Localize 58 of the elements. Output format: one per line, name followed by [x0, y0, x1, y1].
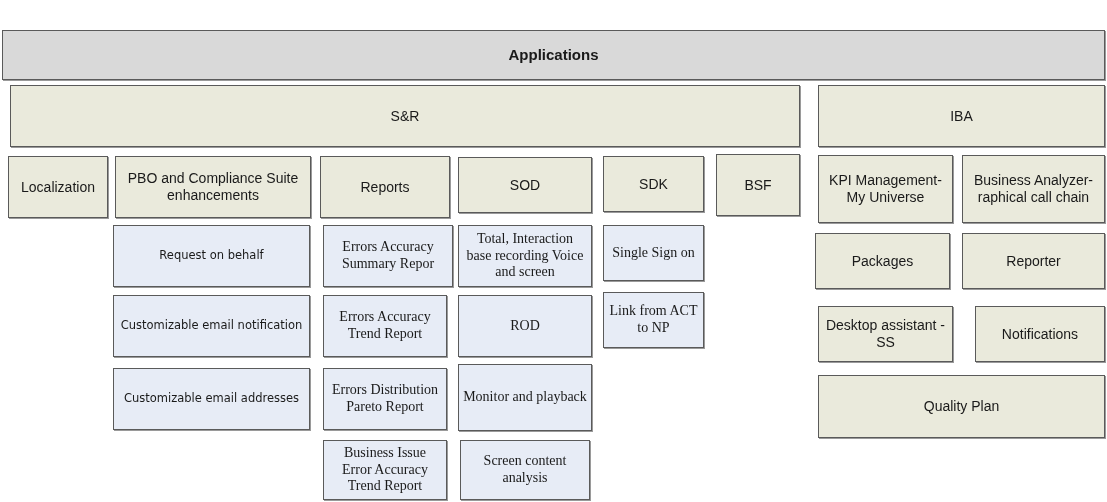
- box-label: Request on behalf: [159, 249, 264, 263]
- box-label: S&R: [390, 107, 420, 125]
- group-box: [962, 155, 1105, 223]
- box-label: Customizable email addresses: [123, 392, 300, 406]
- group-box: [975, 306, 1105, 362]
- box-label: BSF: [744, 176, 772, 194]
- box-label: Localization: [21, 178, 95, 196]
- box-label: KPI Management-My Universe: [828, 172, 943, 206]
- feature-box: [113, 225, 310, 287]
- group-box: [8, 156, 108, 218]
- box-label: SDK: [639, 175, 668, 193]
- box-label: Quality Plan: [923, 398, 1000, 415]
- feature-box: [113, 295, 310, 357]
- box-label: Single Sign on: [612, 244, 695, 262]
- group-box: [818, 85, 1105, 147]
- box-label: Total, Interaction base recording Voice and screen: [465, 230, 585, 282]
- group-box: [716, 154, 800, 216]
- box-label: Errors Accuracy Summary Repor: [340, 239, 436, 273]
- feature-box: [458, 225, 592, 287]
- box-label: Business Issue Error Accuracy Trend Report: [341, 444, 429, 496]
- box-label: SOD: [509, 176, 541, 194]
- group-box: [818, 155, 953, 223]
- feature-box: [458, 295, 592, 357]
- box-label: Notifications: [1001, 325, 1079, 343]
- box-label: Errors Accuracy Trend Report: [338, 309, 432, 343]
- group-box: [320, 156, 450, 218]
- group-box: [458, 157, 592, 213]
- box-label: PBO and Compliance Suite enhancements: [126, 170, 300, 204]
- box-label: Customizable email notification: [120, 319, 303, 333]
- box-label: Reporter: [1006, 252, 1061, 270]
- feature-box: [323, 368, 447, 430]
- box-label: Desktop assistant - SS: [824, 317, 947, 351]
- feature-box: [603, 225, 704, 281]
- group-box: [818, 375, 1105, 438]
- feature-box: [323, 225, 453, 287]
- feature-box: [460, 440, 590, 500]
- feature-box: [323, 295, 447, 357]
- box-label: Errors Distribution Pareto Report: [330, 382, 440, 416]
- group-box: [603, 156, 704, 212]
- feature-box: [113, 368, 310, 430]
- box-label: IBA: [950, 107, 973, 125]
- group-box: [815, 233, 950, 289]
- group-box: [962, 233, 1105, 289]
- box-label: Reports: [360, 178, 410, 196]
- box-label: Link from ACT to NP: [608, 303, 699, 337]
- group-box: [10, 85, 800, 147]
- feature-box: [323, 440, 447, 500]
- feature-box: [603, 292, 704, 348]
- box-label: Monitor and playback: [463, 389, 587, 406]
- box-label: Applications: [508, 46, 599, 64]
- group-box: [818, 306, 953, 362]
- box-label: Business Analyzer-raphical call chain: [972, 172, 1095, 206]
- group-box: [115, 156, 311, 218]
- box-label: ROD: [510, 317, 540, 335]
- box-label: Screen content analysis: [482, 453, 568, 487]
- header-bar: [2, 30, 1105, 80]
- feature-box: [458, 364, 592, 431]
- box-label: Packages: [851, 252, 914, 270]
